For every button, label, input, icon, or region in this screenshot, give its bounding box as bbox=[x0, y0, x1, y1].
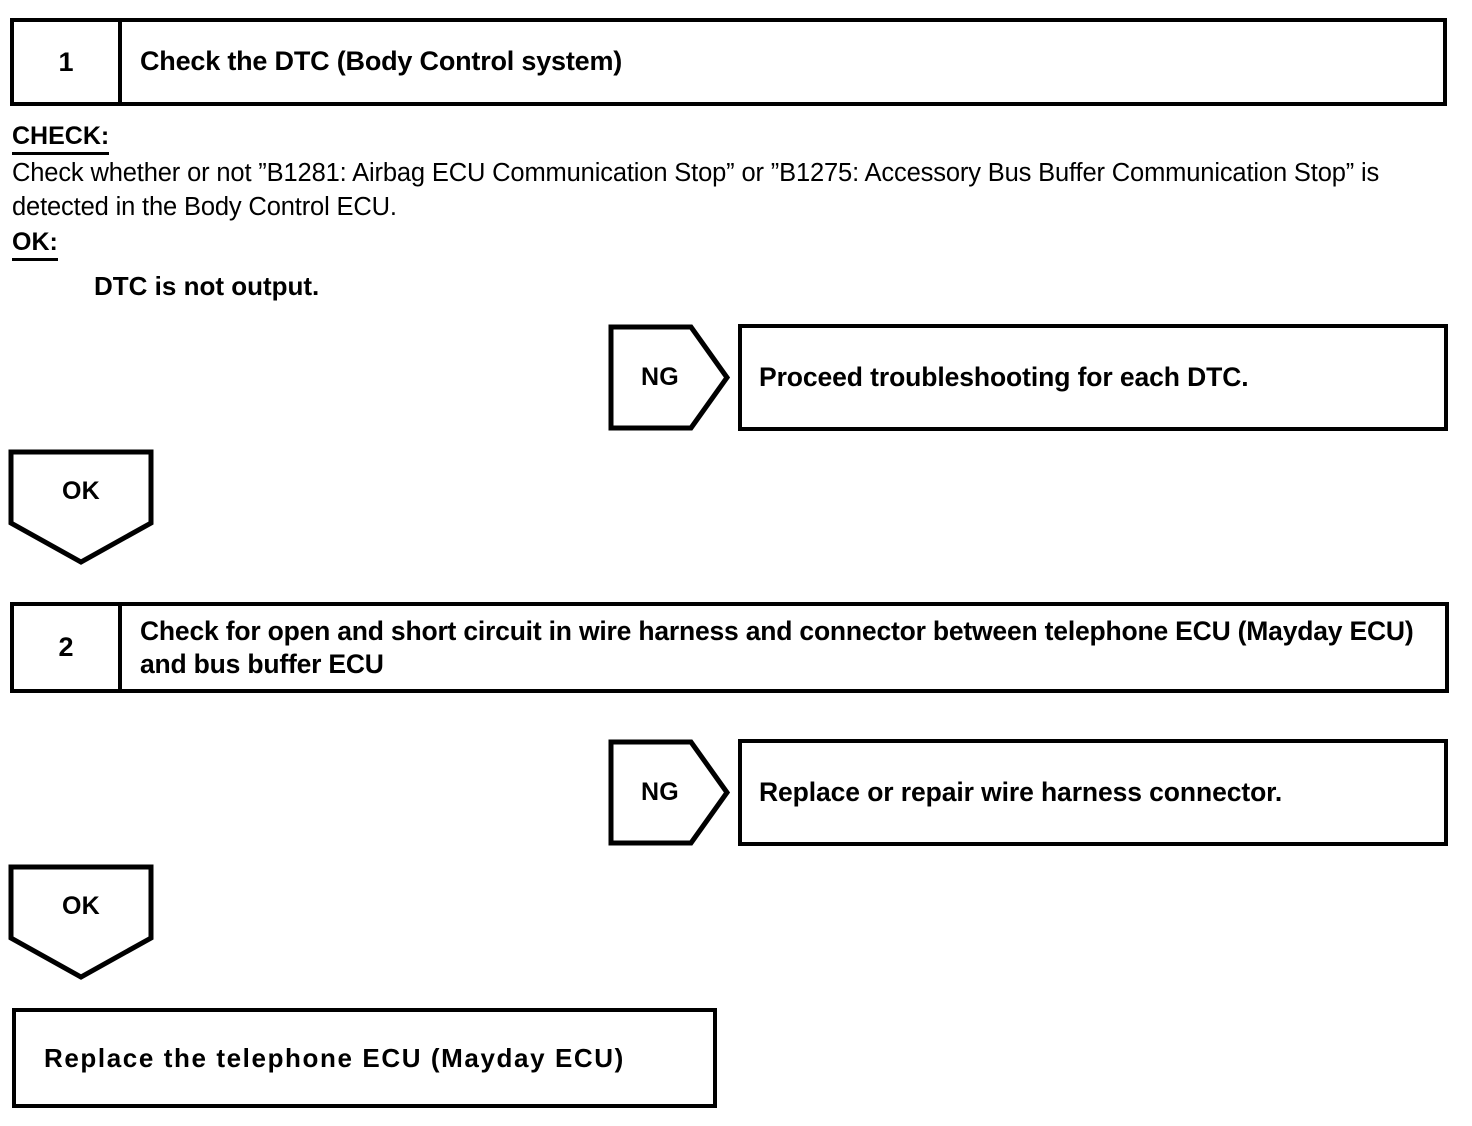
final-result-box: Replace the telephone ECU (Mayday ECU) bbox=[12, 1008, 717, 1108]
step-1-header-box: 1 Check the DTC (Body Control system) bbox=[10, 18, 1447, 106]
step-2-header-box: 2 Check for open and short circuit in wi… bbox=[10, 602, 1449, 693]
step-2-ok-connector: OK bbox=[8, 864, 154, 980]
ng-pentagon-icon bbox=[608, 324, 730, 431]
step-2-ng-branch: NG Replace or repair wire harness connec… bbox=[608, 739, 1448, 846]
ok-pentagon-icon bbox=[8, 449, 154, 565]
step-1-ng-marker: NG bbox=[640, 363, 680, 391]
step-1-ok-marker: OK bbox=[61, 476, 101, 505]
ng-pentagon-icon bbox=[608, 739, 730, 846]
ok-pentagon-icon bbox=[8, 864, 154, 980]
step-2-title: Check for open and short circuit in wire… bbox=[140, 615, 1414, 679]
step-1-number: 1 bbox=[14, 22, 122, 102]
step-1-ok-connector: OK bbox=[8, 449, 154, 565]
step-2-number: 2 bbox=[14, 606, 122, 689]
step-2-ng-marker: NG bbox=[640, 778, 680, 806]
step-1-ng-action: Proceed troubleshooting for each DTC. bbox=[738, 324, 1448, 431]
check-description: Check whether or not ”B1281: Airbag ECU … bbox=[12, 159, 1380, 221]
step-1-detail-text: CHECK: Check whether or not ”B1281: Airb… bbox=[12, 122, 1460, 302]
step-2-ok-marker: OK bbox=[61, 891, 101, 920]
step-1-ng-branch: NG Proceed troubleshooting for each DTC. bbox=[608, 324, 1448, 431]
ok-criteria-value: DTC is not output. bbox=[94, 271, 320, 302]
step-1-title: Check the DTC (Body Control system) bbox=[140, 46, 623, 77]
ok-label: OK: bbox=[12, 228, 58, 262]
check-label: CHECK: bbox=[12, 122, 110, 155]
step-2-ng-action: Replace or repair wire harness connector… bbox=[738, 739, 1448, 846]
